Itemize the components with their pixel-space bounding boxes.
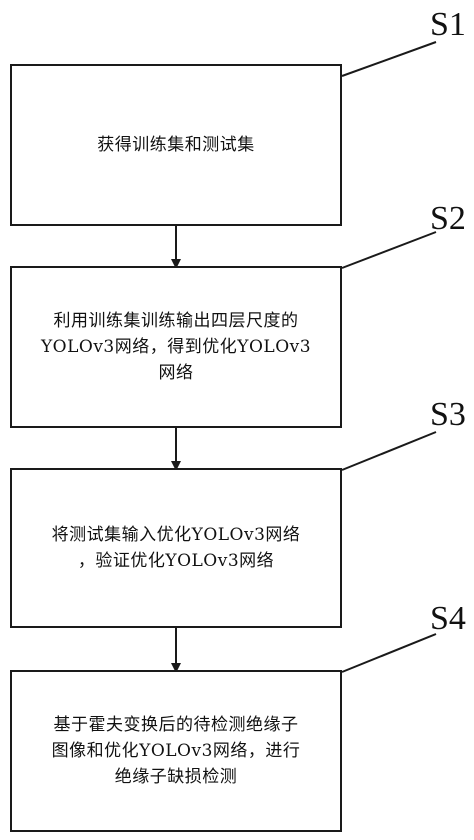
step-text-s3: 将测试集输入优化YOLOv3网络 ，验证优化YOLOv3网络 — [51, 525, 301, 571]
step-text-s4: 基于霍夫变换后的待检测绝缘子 图像和优化YOLOv3网络，进行 绝缘子缺损检测 — [51, 715, 301, 787]
leader-line-s2 — [341, 231, 437, 269]
step-label-s1: S1 — [430, 6, 466, 43]
step-label-s2: S2 — [430, 200, 466, 237]
leader-line-s1 — [341, 41, 437, 77]
step-label-s4: S4 — [430, 600, 466, 637]
step-box-s1: 获得训练集和测试集 — [10, 64, 342, 226]
leader-line-s4 — [341, 633, 437, 673]
step-box-s3: 将测试集输入优化YOLOv3网络 ，验证优化YOLOv3网络 — [10, 468, 342, 628]
step-box-s4: 基于霍夫变换后的待检测绝缘子 图像和优化YOLOv3网络，进行 绝缘子缺损检测 — [10, 670, 342, 832]
step-label-s3: S3 — [430, 396, 466, 433]
leader-line-s3 — [341, 431, 437, 471]
step-text-s1: 获得训练集和测试集 — [97, 135, 255, 155]
step-text-s2: 利用训练集训练输出四层尺度的 YOLOv3网络，得到优化YOLOv3 网络 — [40, 311, 312, 383]
step-box-s2: 利用训练集训练输出四层尺度的 YOLOv3网络，得到优化YOLOv3 网络 — [10, 266, 342, 428]
